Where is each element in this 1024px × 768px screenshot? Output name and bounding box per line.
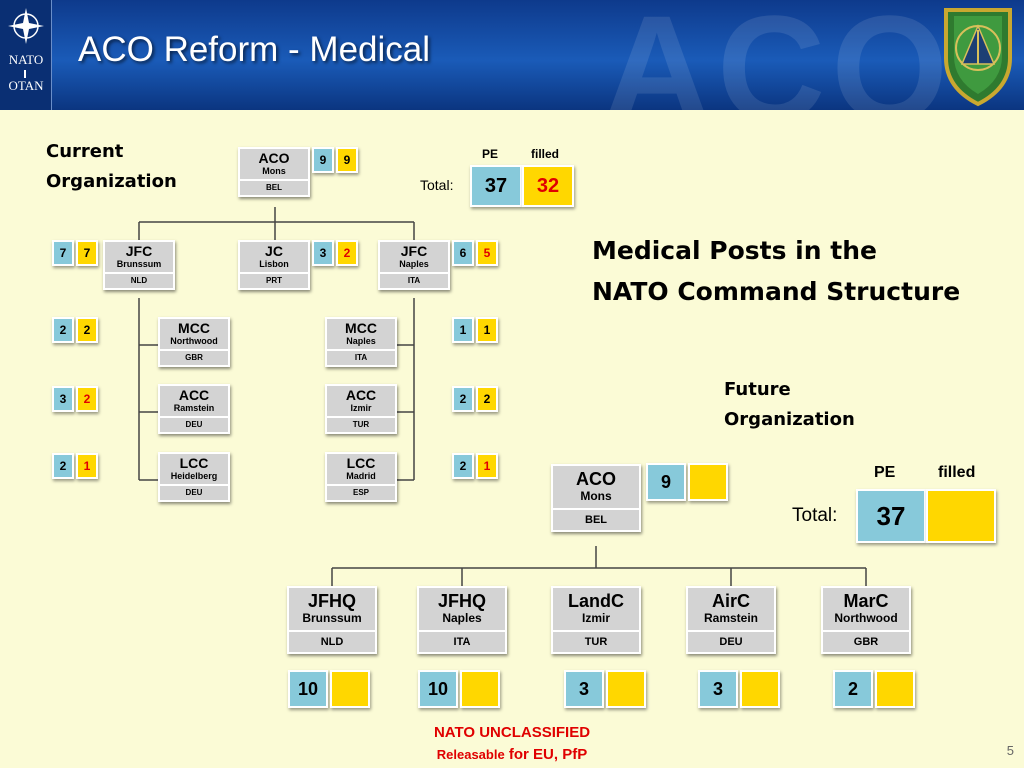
future-total-label: Total: <box>792 505 838 526</box>
counts-jfhq-naples: 10 <box>418 670 500 708</box>
otan-logo-text: OTAN <box>8 78 44 93</box>
nato-logo: NATO OTAN <box>0 0 52 110</box>
current-total-pe-header: PE <box>482 147 499 161</box>
current-total-filled: 32 <box>522 165 574 207</box>
releasability-label: Releasable for EU, PfP <box>436 746 588 763</box>
future-total-filled-header: filled <box>938 464 976 481</box>
counts-aco-future: 9 <box>646 463 728 501</box>
aco-crest-icon <box>944 8 1012 107</box>
header-banner: ACO ACO Reform - Medical <box>0 0 1024 110</box>
current-total-label: Total: <box>420 177 454 193</box>
current-total-filled-header: filled <box>531 147 560 161</box>
classification-label: NATO UNCLASSIFIED <box>433 724 591 741</box>
future-total: 37 <box>856 489 996 543</box>
current-total-pe: 37 <box>470 165 522 207</box>
counts-jfhq-brunssum: 10 <box>288 670 370 708</box>
future-total-pe-header: PE <box>874 464 896 481</box>
slide-title: ACO Reform - Medical <box>78 30 431 69</box>
future-total-filled <box>926 489 996 543</box>
counts-landc-izmir: 3 <box>564 670 646 708</box>
current-total: 37 32 <box>470 165 574 207</box>
counts-marc-northwood: 2 <box>833 670 915 708</box>
counts-airc-ramstein: 3 <box>698 670 780 708</box>
nato-star-icon <box>8 8 44 44</box>
page-number: 5 <box>1006 743 1014 758</box>
nato-logo-text: NATO <box>8 52 44 67</box>
logo-divider <box>24 70 26 78</box>
aco-watermark: ACO <box>602 0 954 110</box>
future-total-pe: 37 <box>856 489 926 543</box>
